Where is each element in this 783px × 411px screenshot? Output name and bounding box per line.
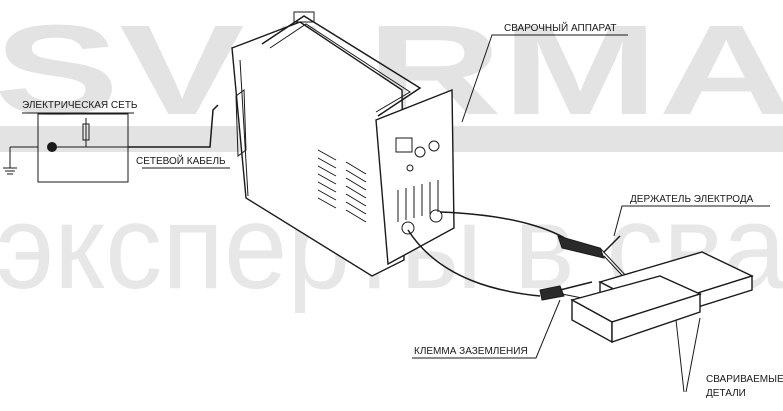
electric-network-symbol [3, 113, 129, 183]
ground-cable [407, 229, 541, 297]
handle-grip [293, 11, 315, 23]
welding-machine-drawing [231, 11, 455, 277]
side-vents [317, 149, 367, 223]
label-ground-clamp: КЛЕММА ЗАЗЕМЛЕНИЯ [414, 346, 528, 357]
output-socket-1 [401, 221, 415, 235]
leader-lines [22, 34, 770, 393]
welded-parts-drawing [570, 251, 754, 344]
control-knob-1 [414, 146, 426, 158]
power-cable-line [128, 104, 219, 148]
label-electric-network: ЭЛЕКТРИЧЕСКАЯ СЕТЬ [22, 100, 138, 111]
display-window [395, 137, 413, 153]
label-welded-parts-line1: СВАРИВАЕМЫЕ [706, 374, 783, 385]
label-welding-machine: СВАРОЧНЫЙ АППАРАТ [504, 21, 617, 34]
electrode-holder-icon [557, 235, 633, 287]
output-socket-2 [429, 209, 443, 223]
label-welded-parts-line2: ДЕТАЛИ [706, 388, 746, 399]
label-electrode-holder: ДЕРЖАТЕЛЬ ЭЛЕКТРОДА [630, 194, 754, 205]
front-grille [397, 180, 439, 222]
control-knob-2 [428, 140, 440, 152]
label-power-cable: СЕТЕВОЙ КАБЕЛЬ [136, 154, 226, 167]
